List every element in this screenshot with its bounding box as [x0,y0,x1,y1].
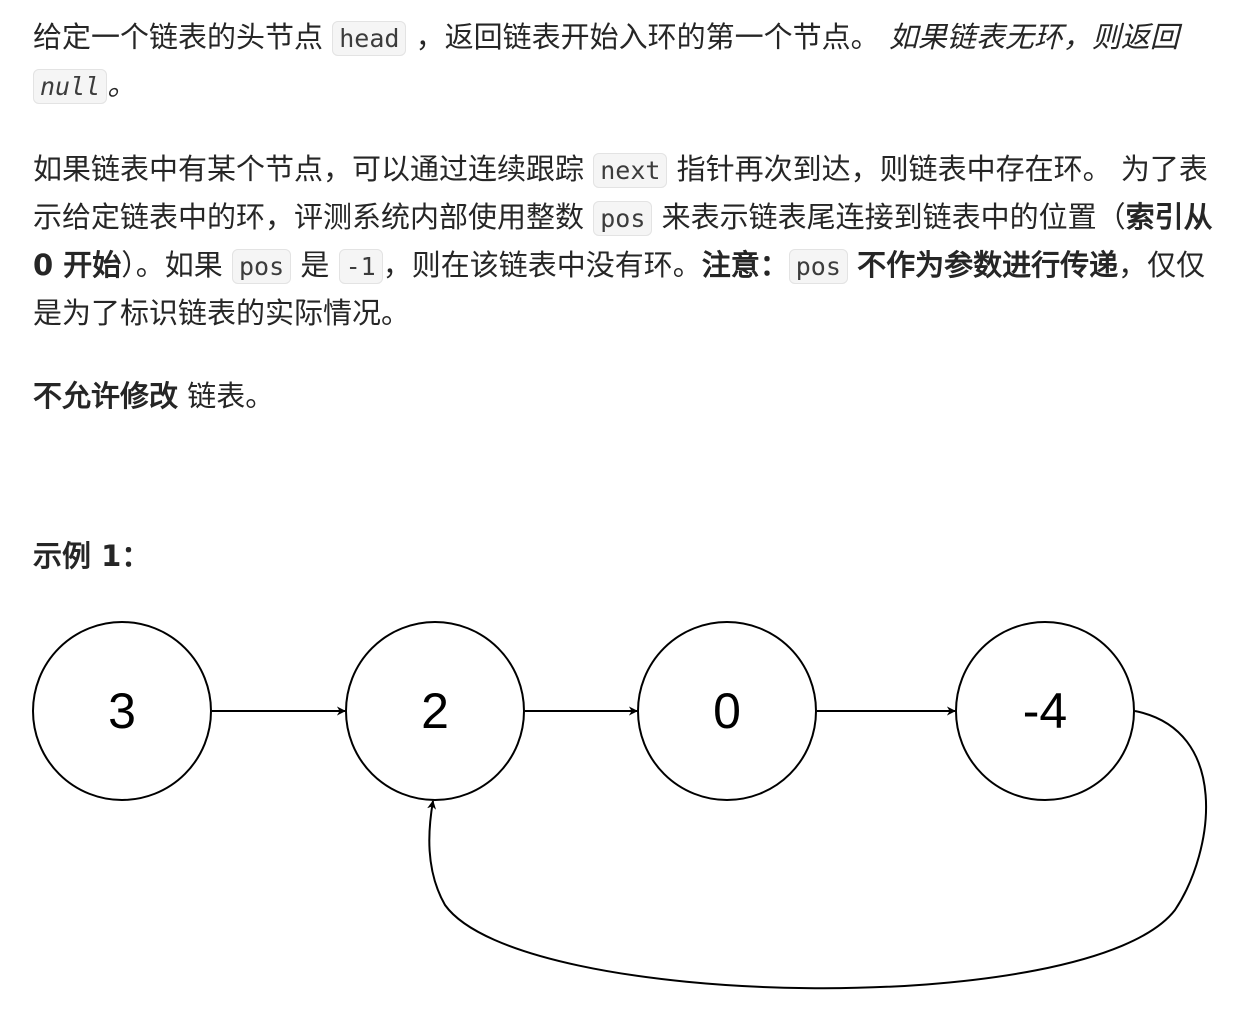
cycle-text-c: 来表示链表尾连接到链表中的位置（ [652,200,1126,234]
index-note: 索引从 0 开始 [33,200,1213,282]
code-pos: pos [232,249,292,284]
cycle-text-b: 指针再次到达，则链表中存在环。 为了表示给定链表中的环，评测系统内部使用整数 [33,152,1208,234]
node-label: 2 [421,683,449,739]
code-pos: pos [593,201,653,236]
cycle-text-g: ，仅仅是为了标识链表的实际情况。 [33,248,1206,330]
intro-emphasis: 如果链表无环，则返回 null。 [33,20,1179,104]
intro-text-2: ，返回链表开始入环的第一个节点。 [406,20,889,54]
paragraph-cycle-definition: 如果链表中有某个节点，可以通过连续跟踪 next 指针再次到达，则链表中存在环。… [33,146,1223,337]
note-label: 注意： [701,248,789,282]
paragraph-intro: 给定一个链表的头节点 head ，返回链表开始入环的第一个节点。 如果链表无环，… [33,14,1223,110]
list-node: 0 [637,621,817,801]
node-circle [637,621,817,801]
example-title: 示例 1： [33,539,151,573]
list-node: 2 [345,621,525,801]
list-node: -4 [955,621,1135,801]
code-pos: pos [788,249,848,284]
intro-emphasis-text: 如果链表无环，则返回 [888,20,1179,54]
cycle-text-a: 如果链表中有某个节点，可以通过连续跟踪 [33,152,594,186]
node-label: 3 [108,683,136,739]
cycle-arrow [427,710,1208,990]
cycle-text-f: ，则在该链表中没有环。 [382,248,702,282]
cycle-text-e: 是 [291,248,339,282]
code-minus-one: -1 [338,249,383,284]
node-circle [345,621,525,801]
paragraph-no-modify: 不允许修改 链表。 [33,373,1223,420]
code-head: head [332,21,407,56]
node-circle [32,621,212,801]
list-node: 3 [32,621,212,801]
not-param-note: 不作为参数进行传递 [857,248,1119,282]
no-modify-label: 不允许修改 [33,379,179,413]
problem-description: 给定一个链表的头节点 head ，返回链表开始入环的第一个节点。 如果链表无环，… [33,14,1223,580]
intro-emphasis-end: 。 [107,68,137,102]
code-null: null [33,69,108,104]
linked-list-diagram: 3 2 0 -4 [32,621,1208,990]
code-next: next [593,153,668,188]
intro-text: 给定一个链表的头节点 [33,20,333,54]
node-label: -4 [1023,683,1067,739]
node-label: 0 [713,683,741,739]
no-modify-text: 链表。 [178,379,275,413]
node-circle [955,621,1135,801]
cycle-text-d: ）。如果 [121,248,232,282]
